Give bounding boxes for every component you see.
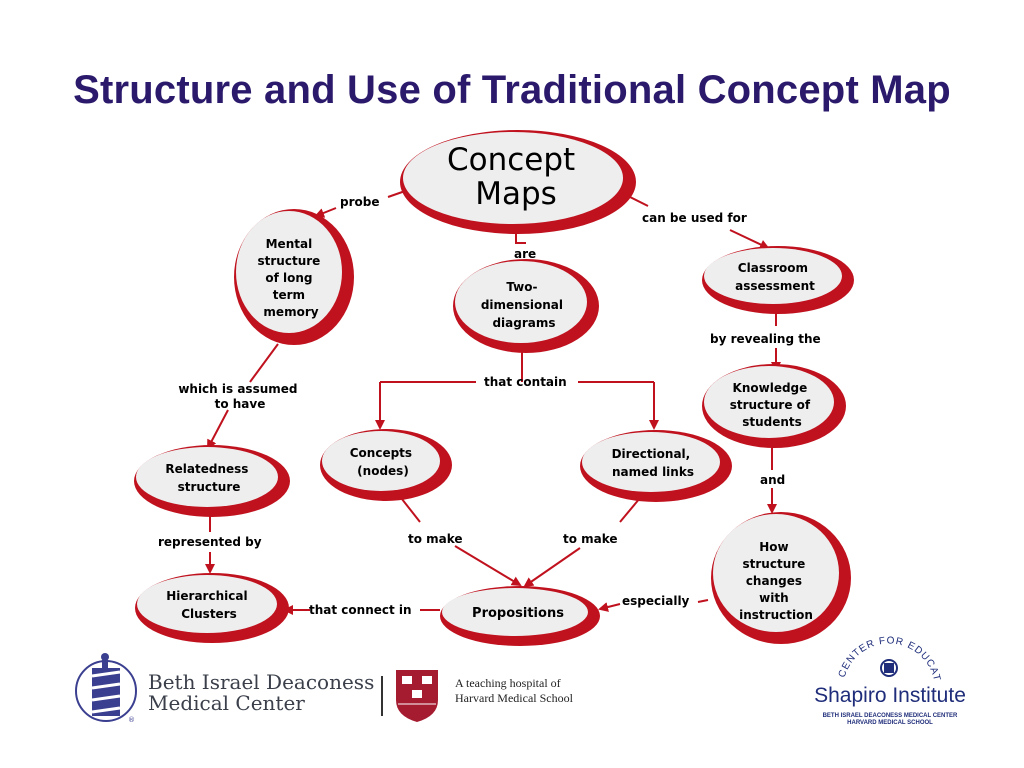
label-to-make-right: to make bbox=[563, 532, 618, 546]
shapiro-seal-icon: CENTER FOR EDUCATION bbox=[804, 632, 942, 683]
svg-text:Directional, named links: Directional, named links bbox=[612, 447, 695, 479]
shapiro-sub-line1: BETH ISRAEL DEACONESS MEDICAL CENTER bbox=[822, 713, 958, 719]
label-by-revealing: by revealing the bbox=[710, 332, 821, 346]
edge-mental-relatedness bbox=[208, 343, 279, 448]
svg-text:Classroom assessment: Classroom assessment bbox=[735, 261, 815, 293]
connector-lines bbox=[208, 189, 776, 610]
svg-text:®: ® bbox=[128, 716, 135, 724]
edge-how-props bbox=[600, 599, 709, 609]
edge-directional-props bbox=[525, 497, 641, 586]
shapiro-subtitle: BETH ISRAEL DEACONESS MEDICAL CENTER HAR… bbox=[808, 713, 972, 727]
svg-text:Mental structure o: Mental structure of long term memory bbox=[258, 237, 325, 319]
node-two-dimensional: Two- dimensional diagrams bbox=[453, 259, 599, 353]
link-labels: probe are can be used for by revealing t… bbox=[158, 195, 821, 617]
bidmc-line1: Beth Israel Deaconess bbox=[148, 670, 375, 694]
label-that-connect-in: that connect in bbox=[309, 603, 412, 617]
slide-title: Structure and Use of Traditional Concept… bbox=[73, 68, 951, 112]
node-relatedness-structure: Relatedness structure bbox=[134, 445, 290, 517]
svg-text:How structure chan: How structure changes with instruction bbox=[739, 540, 813, 622]
node-propositions: Propositions bbox=[440, 586, 600, 646]
node-knowledge-structure: Knowledge structure of students bbox=[702, 364, 846, 448]
node-mental-structure: Mental structure of long term memory bbox=[234, 209, 354, 345]
bidmc-wordmark: Beth Israel Deaconess Medical Center bbox=[148, 672, 374, 714]
label-can-be-used-for: can be used for bbox=[642, 211, 747, 225]
svg-text:Knowledge structure of: Knowledge structure of students bbox=[730, 381, 815, 429]
node-classroom-assessment: Classroom assessment bbox=[702, 246, 854, 314]
svg-text:Concepts (nodes): Concepts (nodes) bbox=[350, 446, 417, 478]
teaching-line2: Harvard Medical School bbox=[455, 691, 573, 705]
node-hierarchical-clusters: Hierarchical Clusters bbox=[135, 573, 289, 643]
teaching-line1: A teaching hospital of bbox=[455, 676, 561, 690]
node-concepts-nodes: Concepts (nodes) bbox=[320, 429, 452, 501]
teaching-hospital-text: A teaching hospital of Harvard Medical S… bbox=[455, 676, 573, 706]
label-which-assumed: which is assumed to have bbox=[178, 382, 301, 411]
shapiro-institute-name: Shapiro Institute bbox=[814, 684, 966, 707]
label-represented-by: represented by bbox=[158, 535, 262, 549]
node-concept-maps: Concept Maps bbox=[400, 130, 636, 234]
svg-text:Relatedness structure: Relatedness structure bbox=[165, 462, 252, 494]
edge-root-classroom bbox=[627, 195, 768, 248]
label-and: and bbox=[760, 473, 785, 487]
label-are: are bbox=[514, 247, 536, 261]
bidmc-logo-icon: ® bbox=[75, 653, 137, 724]
label-that-contain: that contain bbox=[484, 375, 567, 389]
harvard-shield-icon bbox=[396, 670, 438, 722]
svg-text:Hierarchical Clusters: Hierarchical Clusters bbox=[166, 589, 252, 621]
svg-text:CENTER FOR EDUCATION: CENTER FOR EDUCATION bbox=[804, 632, 942, 683]
label-especially: especially bbox=[622, 594, 690, 608]
node-how-structure-changes: How structure changes with instruction bbox=[711, 512, 851, 644]
footer-divider bbox=[381, 676, 383, 716]
bidmc-line2: Medical Center bbox=[148, 691, 305, 715]
node-directional-links: Directional, named links bbox=[580, 430, 732, 502]
label-probe: probe bbox=[340, 195, 379, 209]
edge-root-twodim bbox=[515, 232, 526, 244]
node-concept-maps-text: Concept Maps bbox=[447, 142, 585, 212]
label-to-make-left: to make bbox=[408, 532, 463, 546]
svg-text:Two- dimensional d: Two- dimensional diagrams bbox=[481, 280, 567, 330]
svg-text:Propositions: Propositions bbox=[472, 606, 564, 621]
shapiro-sub-line2: HARVARD MEDICAL SCHOOL bbox=[847, 720, 933, 726]
